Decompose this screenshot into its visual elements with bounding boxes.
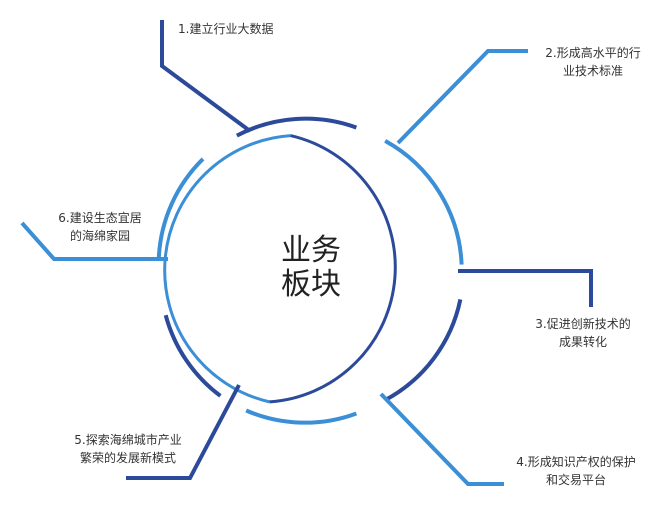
outer-arc-bottom [245,408,358,425]
item-6-label-line1: 6.建设生态宜居 [58,210,141,225]
connector-2 [396,49,528,145]
item-1-label: 1.建立行业大数据 [178,21,273,36]
connectors [20,20,593,486]
outer-arc-lower-right [384,299,463,402]
item-2-label-line2: 业技术标准 [563,64,623,78]
connector-1 [160,20,252,133]
outer-arc-upper-left [156,157,205,258]
inner-arc-right [269,134,397,404]
center-title-line2: 板块 [281,267,341,302]
item-3-label-line1: 3.促进创新技术的 [535,316,630,331]
item-4-label-line1: 4.形成知识产权的保护 [516,454,635,469]
outer-arc-top [235,116,358,138]
center-title-line1: 业务 [281,233,341,268]
inner-ring [163,134,397,404]
connector-5 [126,384,241,480]
labels: 1.建立行业大数据 2.形成高水平的行 业技术标准 3.促进创新技术的 成果转化… [58,21,640,487]
item-3-label-line2: 成果转化 [559,334,607,349]
item-4-label-line2: 和交易平台 [546,472,606,487]
item-6-label-line2: 的海绵家园 [70,228,130,243]
outer-arc-upper-right [384,139,464,265]
inner-arc-left [163,134,291,404]
item-2-label-line1: 2.形成高水平的行 [545,45,640,60]
connector-6 [20,221,168,261]
item-5-label-line2: 繁荣的发展新模式 [80,450,176,465]
connector-4 [379,392,504,486]
connector-3 [458,269,593,307]
outer-arc-lower-left [163,314,222,398]
outer-ring [156,116,464,425]
item-5-label-line1: 5.探索海绵城市产业 [74,432,181,447]
